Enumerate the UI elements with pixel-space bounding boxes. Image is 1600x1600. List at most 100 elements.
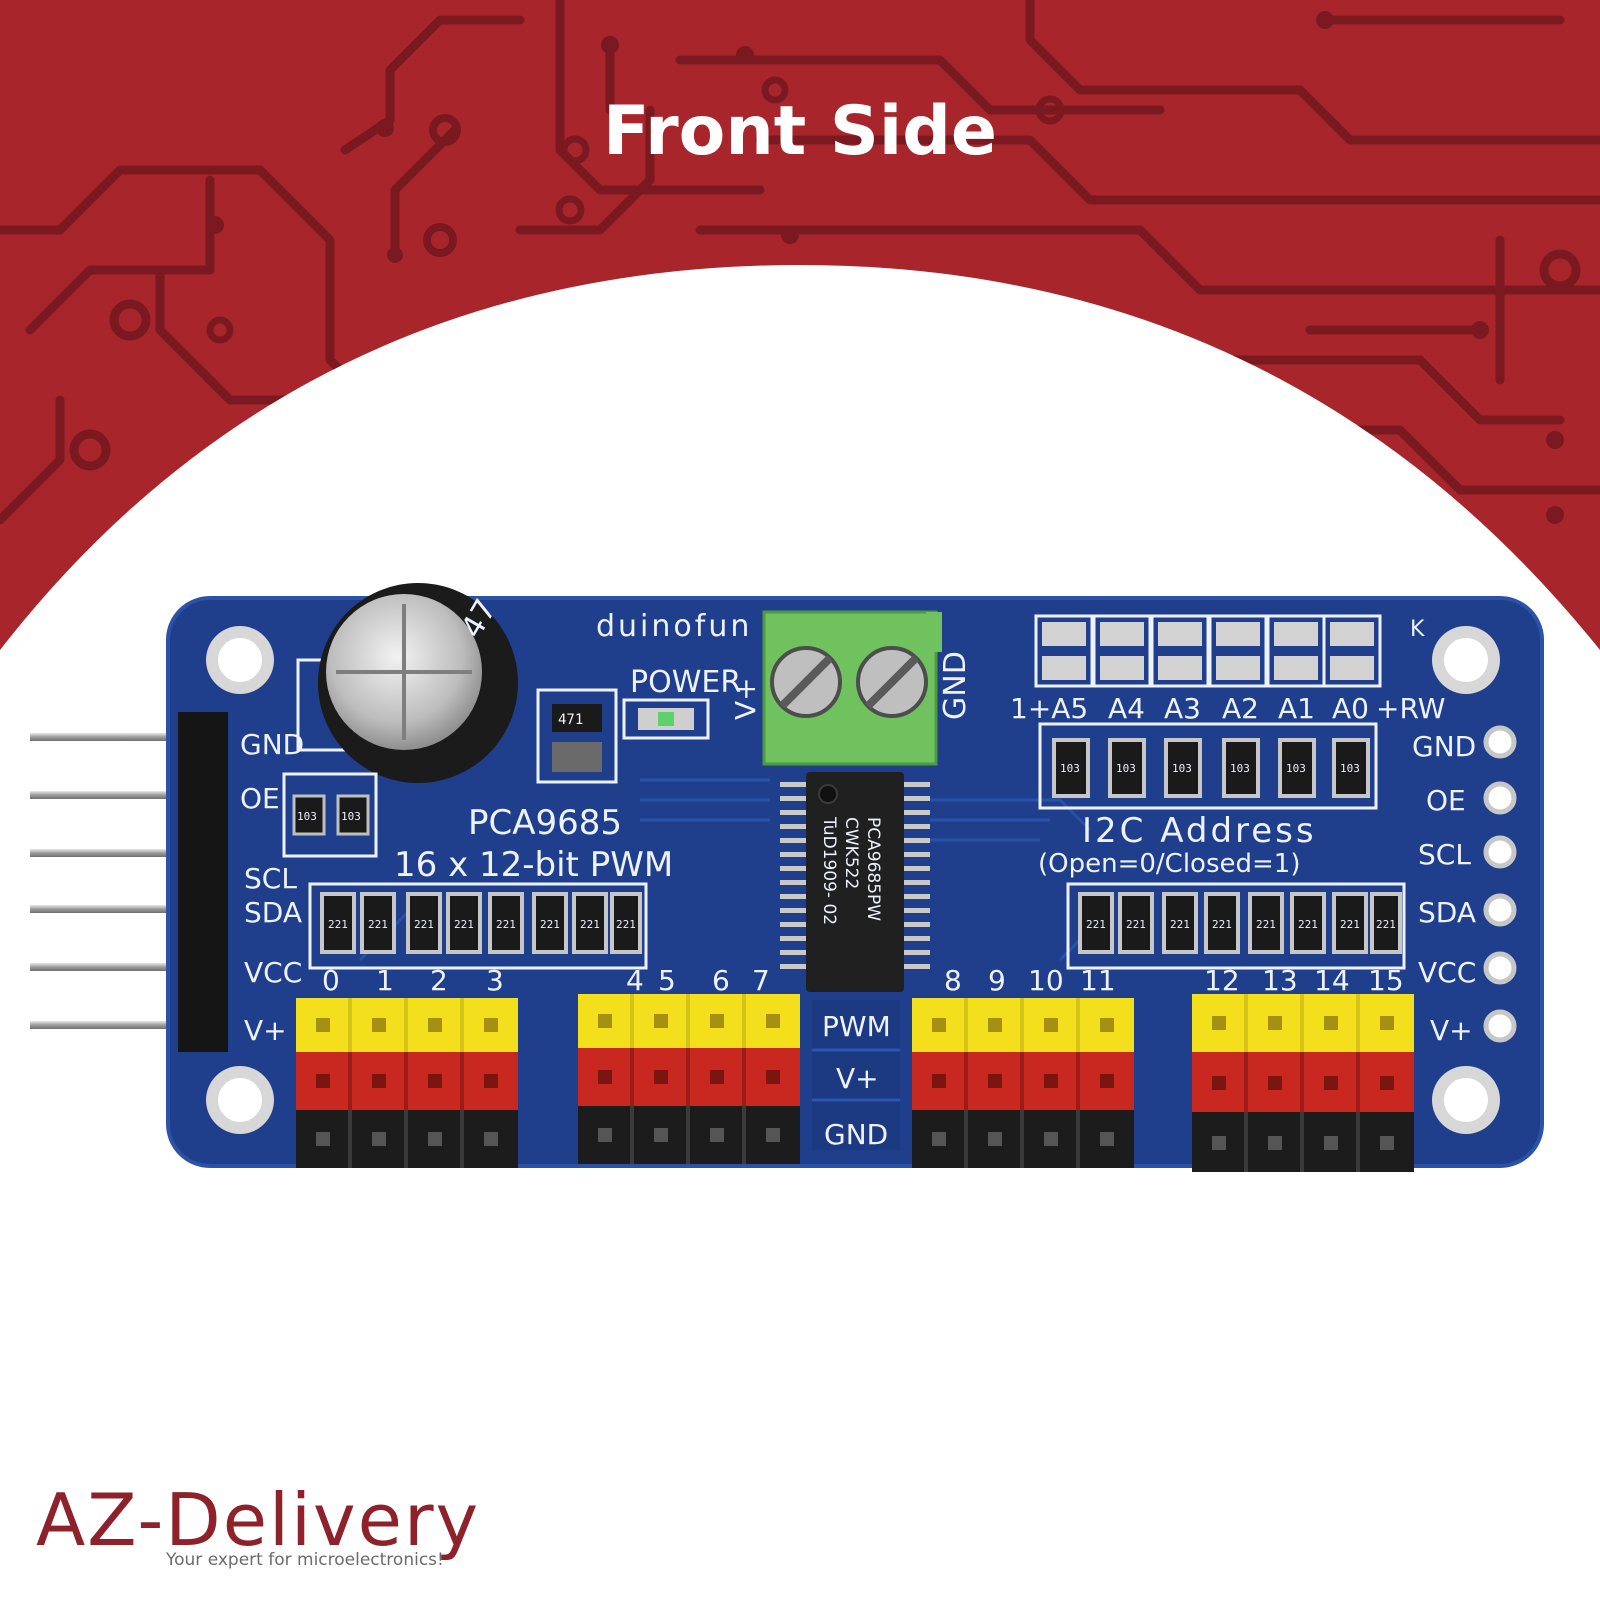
resistor-103-label: 103 (1116, 762, 1136, 775)
channel-label-1: 1 (376, 964, 394, 997)
row-label-vplus: V+ (836, 1062, 879, 1095)
circuit-banner (0, 0, 1600, 650)
left-header-housing (178, 712, 228, 1052)
resistor-array-left: 221 221 221 221 221 221 221 221 (308, 882, 648, 970)
channel-label-2: 2 (430, 964, 448, 997)
pca9685-chip: PCA9685PW CWK522 TuD1909- 02 (780, 772, 930, 992)
servo-header-group-0-3 (296, 998, 518, 1168)
left-pin-header (30, 733, 220, 1029)
channel-label-4: 4 (626, 964, 644, 997)
row-label-pwm: PWM (822, 1010, 891, 1043)
servo-header-group-8-11 (912, 998, 1134, 1168)
brand-tagline: Your expert for microelectronics! (166, 1550, 444, 1570)
resistor-221-label: 221 (1126, 918, 1146, 931)
address-label-a4: A4 (1108, 692, 1145, 725)
resistor-221-label: 221 (1298, 918, 1318, 931)
resistor-221-label: 221 (1086, 918, 1106, 931)
brand-logo-text: AZ-Delivery (36, 1478, 481, 1562)
address-label-a3: A3 (1164, 692, 1201, 725)
channel-labels: 0 1 2 3 4 5 6 7 8 9 10 11 12 13 14 15 (322, 964, 1404, 997)
channel-label-11: 11 (1080, 964, 1116, 997)
channel-label-0: 0 (322, 964, 340, 997)
i2c-title: I2C Address (1082, 811, 1317, 851)
resistor-221-label: 221 (368, 918, 388, 931)
address-resistors-103: 103 103 103 103 103 103 (1038, 722, 1378, 810)
channel-label-14: 14 (1314, 964, 1350, 997)
resistor-103-label: 103 (1340, 762, 1360, 775)
left-pin-oe: OE (240, 782, 280, 815)
servo-header-group-4-7 (578, 994, 800, 1164)
address-label-a2: A2 (1222, 692, 1259, 725)
left-pin-sda: SDA (244, 896, 302, 929)
resistor-103-label: 103 (1172, 762, 1192, 775)
capacitor: 47 (296, 583, 518, 783)
page-title: Front Side (602, 92, 998, 171)
channel-label-6: 6 (712, 964, 730, 997)
right-pin-gnd: GND (1412, 730, 1476, 763)
address-label-rw: +RW (1376, 692, 1445, 725)
resistor-103-label: 103 (341, 810, 361, 823)
address-label-a1: A1 (1278, 692, 1315, 725)
right-pin-vcc: VCC (1418, 956, 1476, 989)
right-pin-vplus: V+ (1430, 1014, 1473, 1047)
resistor-221-label: 221 (1376, 918, 1396, 931)
channel-label-15: 15 (1368, 964, 1404, 997)
resistor-221-label: 221 (414, 918, 434, 931)
i2c-subtitle: (Open=0/Closed=1) (1038, 849, 1300, 879)
terminal-block: V+ GND (729, 610, 973, 766)
chip-marking-3: TuD1909- 02 (819, 816, 839, 925)
resistor-221-label: 221 (496, 918, 516, 931)
brand-logo: AZ-Delivery Your expert for microelectro… (36, 1480, 556, 1580)
resistor-221-label: 221 (540, 918, 560, 931)
channel-label-13: 13 (1262, 964, 1298, 997)
corner-k-label: K (1410, 617, 1425, 642)
right-pin-labels: GND OE SCL SDA VCC V+ (1412, 725, 1517, 1047)
left-pin-labels: GND OE SCL SDA VCC V+ (240, 728, 304, 1047)
resistor-471-label: 471 (558, 712, 583, 728)
resistor-103-label: 103 (297, 810, 317, 823)
right-pin-oe: OE (1426, 784, 1466, 817)
power-label: POWER (630, 665, 741, 700)
channel-label-5: 5 (658, 964, 676, 997)
address-label-a0: A0 (1332, 692, 1369, 725)
chip-marking-2: CWK522 (841, 817, 861, 889)
mounting-hole (206, 626, 1500, 1134)
left-pin-vplus: V+ (244, 1014, 287, 1047)
channel-label-7: 7 (752, 964, 770, 997)
resistor-103-label: 103 (1286, 762, 1306, 775)
channel-label-9: 9 (988, 964, 1006, 997)
maker-label: duinofun (596, 609, 752, 644)
channel-label-3: 3 (486, 964, 504, 997)
chip-label: PCA9685 (468, 803, 622, 843)
terminal-gnd-label: GND (938, 651, 973, 720)
channel-label-12: 12 (1204, 964, 1240, 997)
terminal-vplus-label: V+ (729, 677, 762, 720)
channel-label-8: 8 (944, 964, 962, 997)
channel-label-10: 10 (1028, 964, 1064, 997)
left-pin-gnd: GND (240, 728, 304, 761)
resistor-221-label: 221 (1170, 918, 1190, 931)
right-pin-sda: SDA (1418, 896, 1476, 929)
left-pin-vcc: VCC (244, 956, 302, 989)
left-pin-scl: SCL (244, 862, 297, 895)
address-jumper-pads (1042, 622, 1374, 680)
row-label-gnd: GND (824, 1118, 888, 1151)
resistor-array-right: 221 221 221 221 221 221 221 221 (1066, 882, 1406, 970)
resistor-221-label: 221 (328, 918, 348, 931)
address-jumper-frames (1034, 614, 1382, 688)
resistor-221-label: 221 (616, 918, 636, 931)
row-labels: PWM V+ GND (812, 1000, 900, 1151)
resistor-221-label: 221 (1256, 918, 1276, 931)
power-smd-group: 471 POWER (536, 665, 741, 784)
resistor-221-label: 221 (1340, 918, 1360, 931)
address-labels: 1+A5 A4 A3 A2 A1 A0 +RW (1010, 692, 1445, 725)
resistor-103-label: 103 (1060, 762, 1080, 775)
chip-desc: 16 x 12-bit PWM (394, 845, 673, 885)
resistor-103-label: 103 (1230, 762, 1250, 775)
resistor-pair-103: 103 103 (282, 772, 378, 858)
resistor-221-label: 221 (454, 918, 474, 931)
address-label-a5: 1+A5 (1010, 692, 1088, 725)
servo-header-group-12-15 (1192, 994, 1414, 1172)
chip-marking-1: PCA9685PW (863, 817, 883, 921)
